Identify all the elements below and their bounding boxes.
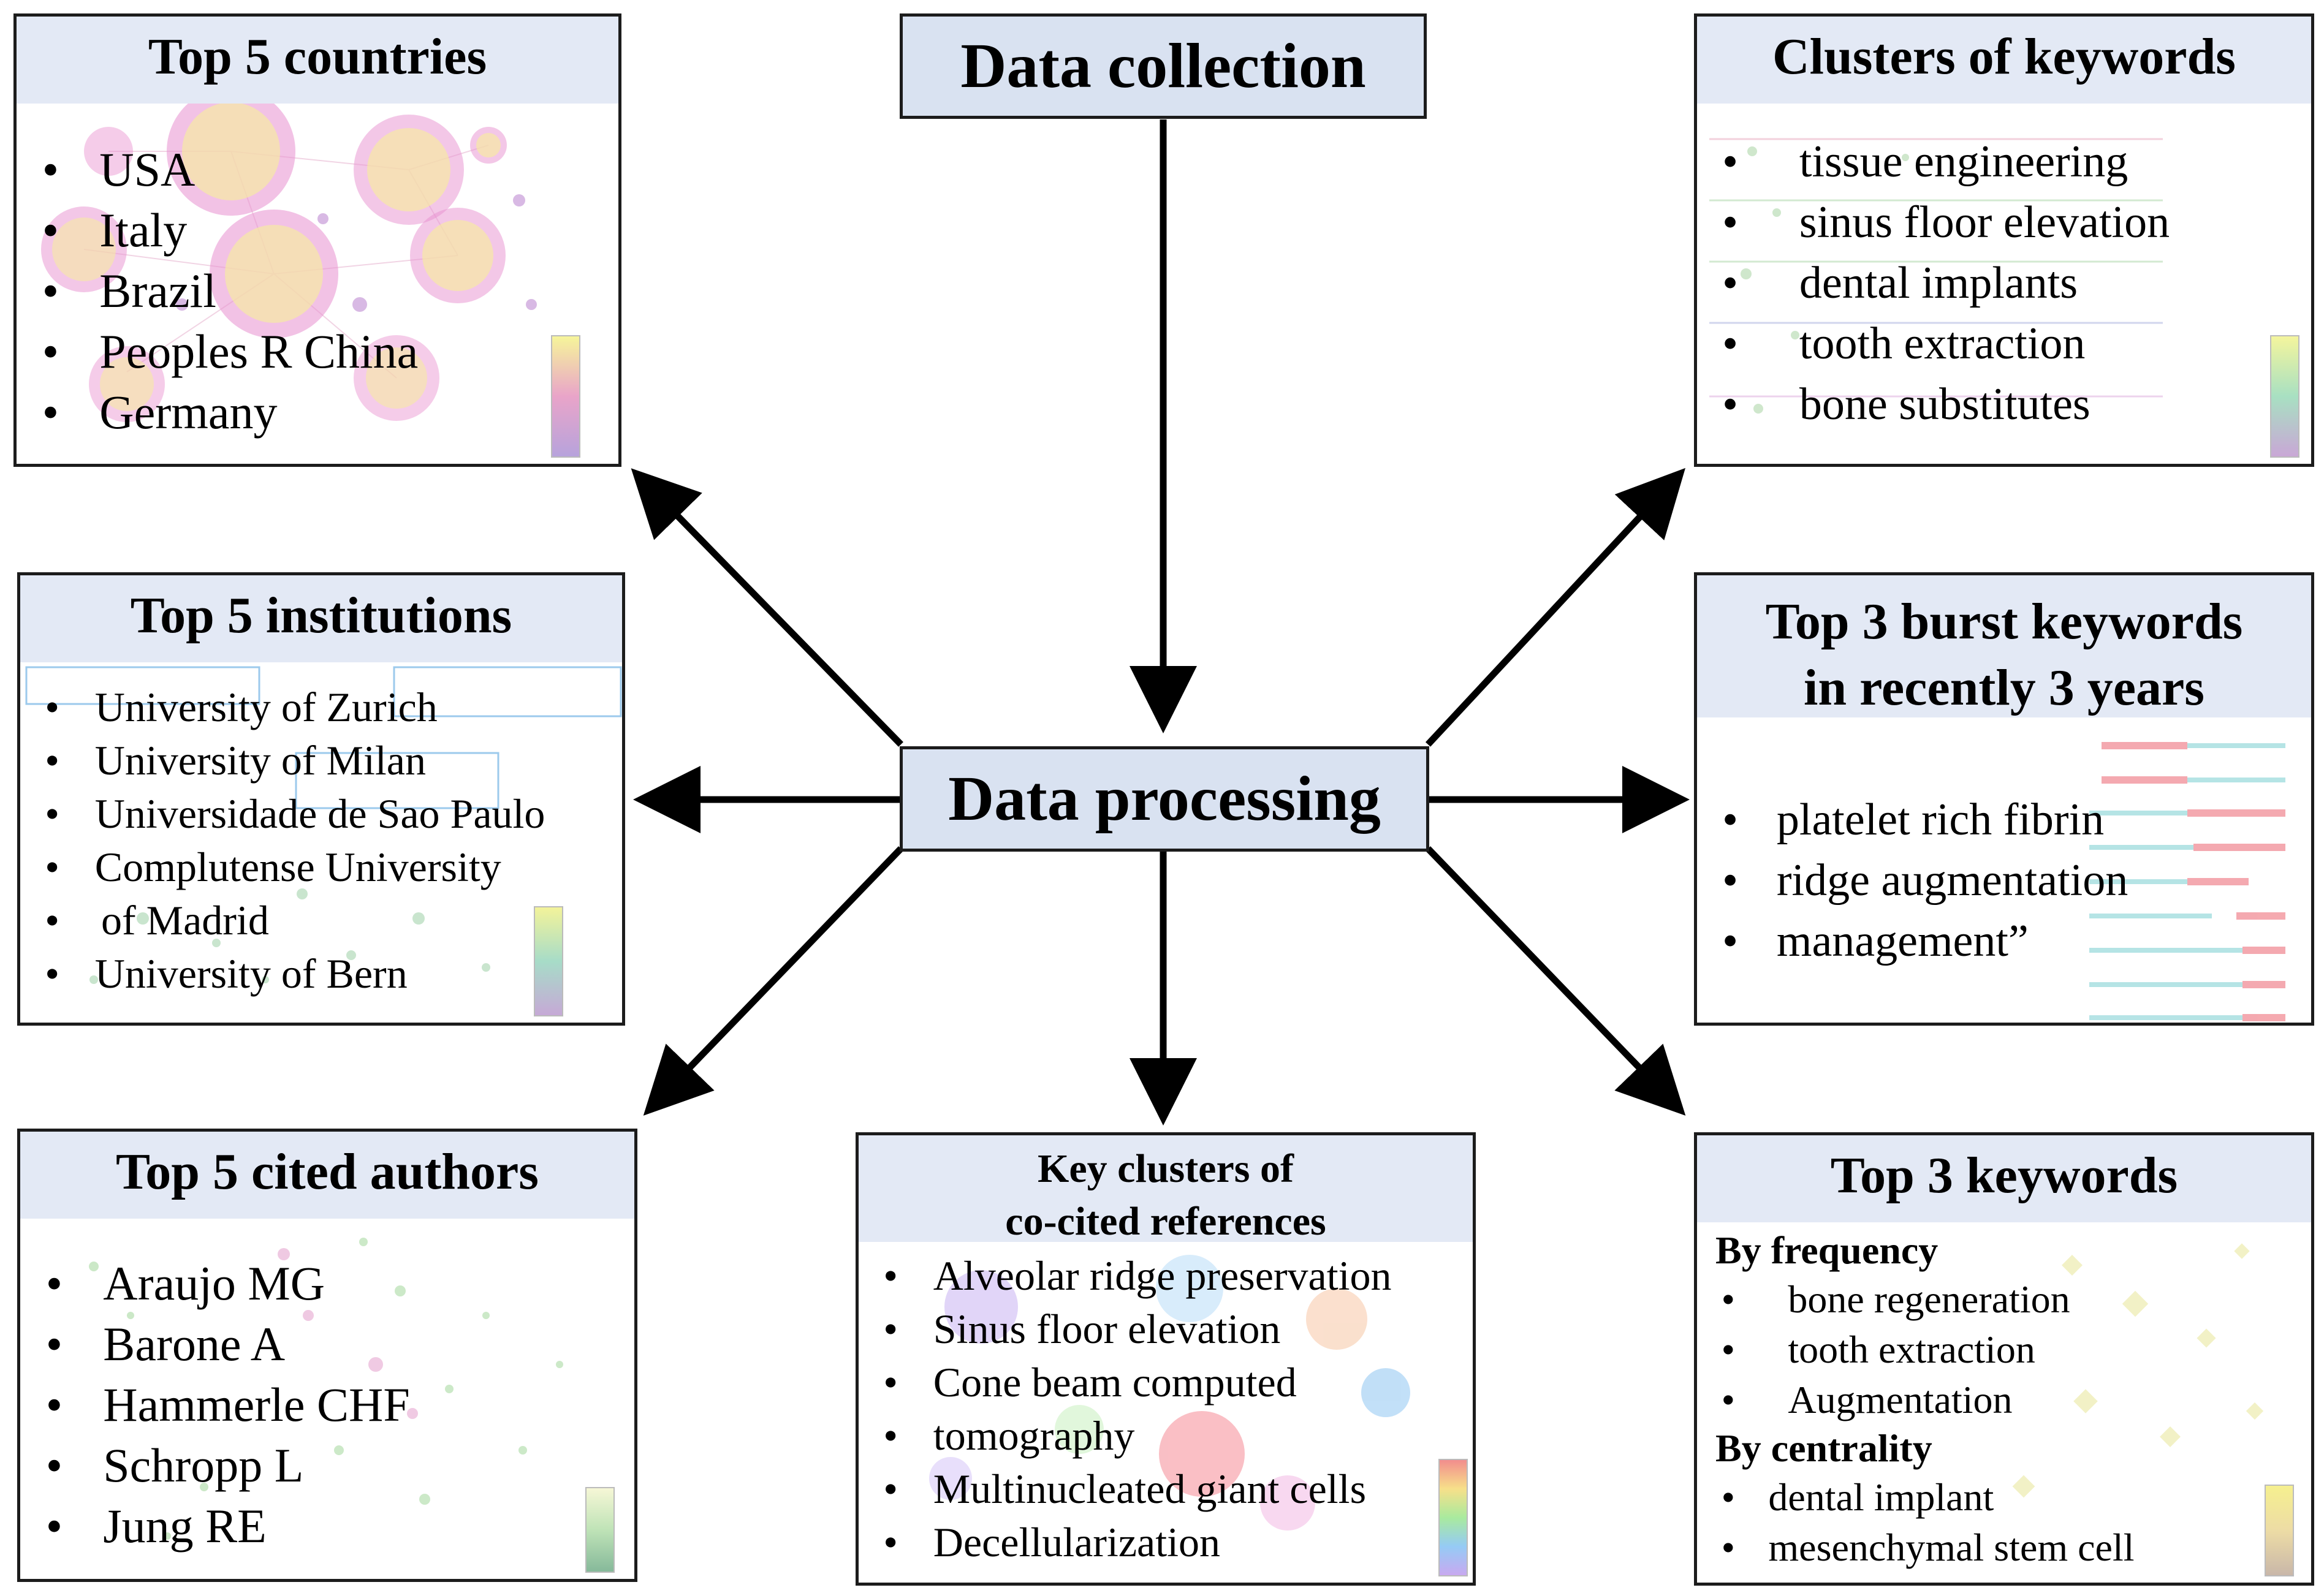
keyword-clusters-list: tissue engineering sinus floor elevation… <box>1715 132 2170 435</box>
authors-title: Top 5 cited authors <box>115 1143 539 1200</box>
references-header: Key clusters of co-cited references <box>859 1135 1473 1244</box>
list-item: Brazil <box>35 260 418 321</box>
authors-list: Araujo MG Barone A Hammerle CHF Schropp … <box>39 1253 410 1556</box>
list-item: Cone beam computed <box>877 1356 1392 1409</box>
list-item: Decellularization <box>877 1516 1392 1569</box>
burst-table-graphic <box>2089 742 2285 1021</box>
arrow-to-keyword-clusters <box>1425 467 1685 747</box>
institutions-list: University of Zurich University of Milan… <box>39 681 545 1001</box>
list-item: Multinucleated giant cells <box>877 1462 1392 1516</box>
list-item: Barone A <box>39 1314 410 1374</box>
list-item: Jung RE <box>39 1496 410 1556</box>
list-item: Italy <box>35 200 418 260</box>
data-collection-box: Data collection <box>900 13 1427 119</box>
list-item: mesenchymal stem cell <box>1715 1523 2135 1573</box>
countries-header: Top 5 countries <box>17 17 618 104</box>
countries-title: Top 5 countries <box>148 28 487 85</box>
list-item: Germany <box>35 382 418 442</box>
references-title-line2: co-cited references <box>1005 1199 1326 1244</box>
list-item: bone substitutes <box>1715 374 2170 435</box>
keyword-clusters-header: Clusters of keywords <box>1697 17 2311 104</box>
list-item: platelet rich fibrin <box>1715 790 2128 850</box>
burst-title-line2: in recently 3 years <box>1804 659 2204 716</box>
list-item: tissue engineering <box>1715 132 2170 192</box>
top-keywords-title: Top 3 keywords <box>1830 1147 2178 1204</box>
list-item: USA <box>35 139 418 200</box>
list-item: Araujo MG <box>39 1253 410 1314</box>
authors-box: Top 5 cited authors Araujo MG Barone A H… <box>17 1129 637 1582</box>
list-item: University of Milan <box>39 734 545 787</box>
keyword-year-legend <box>2270 335 2299 458</box>
top-keywords-header: Top 3 keywords <box>1697 1135 2311 1222</box>
list-item: Complutense University <box>39 841 545 894</box>
list-item: tooth extraction <box>1715 314 2170 374</box>
references-list: Alveolar ridge preservation Sinus floor … <box>877 1249 1392 1569</box>
list-item: tooth extraction <box>1715 1325 2135 1375</box>
list-item: dental implants <box>1715 253 2170 314</box>
institutions-box: Top 5 institutions University of Zurich … <box>17 572 625 1026</box>
references-box: Key clusters of co-cited references Alve… <box>856 1132 1476 1586</box>
reference-year-legend <box>1438 1459 1468 1576</box>
frequency-list: bone regeneration tooth extraction Augme… <box>1715 1274 2135 1425</box>
list-item: ridge augmentation <box>1715 850 2128 911</box>
list-item: dental implant <box>1715 1472 2135 1523</box>
top-keyword-year-legend <box>2265 1485 2294 1576</box>
institutions-header: Top 5 institutions <box>20 575 622 662</box>
keyword-clusters-title: Clusters of keywords <box>1772 28 2236 85</box>
list-item: Hammerle CHF <box>39 1374 410 1435</box>
list-item: University of Bern <box>39 947 545 1001</box>
data-processing-label: Data processing <box>948 763 1381 834</box>
top-keywords-box: Top 3 keywords By frequency bone regener… <box>1694 1132 2314 1586</box>
institutions-title: Top 5 institutions <box>130 587 512 644</box>
list-item: University of Zurich <box>39 681 545 734</box>
list-item: Peoples R China <box>35 321 419 382</box>
list-item-continuation: of Madrid <box>39 894 545 947</box>
list-item: sinus floor elevation <box>1715 192 2170 253</box>
list-item: Augmentation <box>1715 1375 2135 1425</box>
list-item: management” <box>1715 911 2128 972</box>
country-year-legend <box>551 335 580 458</box>
data-processing-box: Data processing <box>900 746 1429 852</box>
author-year-legend <box>585 1487 615 1573</box>
references-title-line1: Key clusters of <box>1038 1146 1294 1191</box>
list-item: Universidade de Sao Paulo <box>39 787 545 841</box>
authors-header: Top 5 cited authors <box>20 1132 634 1219</box>
list-item: bone regeneration <box>1715 1274 2135 1325</box>
burst-keywords-box: Top 3 burst keywords in recently 3 years… <box>1694 572 2314 1026</box>
centrality-list: dental implant mesenchymal stem cell <box>1715 1472 2135 1573</box>
countries-list: USA Italy Brazil Peoples R China Germany <box>35 139 419 442</box>
top-keywords-content: By frequency bone regeneration tooth ext… <box>1715 1227 2135 1573</box>
list-item: Sinus floor elevation <box>877 1303 1392 1356</box>
by-centrality-heading: By centrality <box>1715 1426 1932 1470</box>
list-item-continuation: tomography <box>877 1409 1392 1462</box>
data-collection-label: Data collection <box>960 31 1366 101</box>
by-frequency-heading: By frequency <box>1715 1228 1939 1272</box>
burst-keywords-header: Top 3 burst keywords in recently 3 years <box>1697 575 2311 717</box>
burst-title-line1: Top 3 burst keywords <box>1765 593 2243 650</box>
list-item: Schropp L <box>39 1435 410 1496</box>
arrow-to-authors <box>643 846 903 1116</box>
arrow-to-countries <box>631 468 903 747</box>
burst-keywords-list: platelet rich fibrin ridge augmentation … <box>1715 790 2128 972</box>
arrow-to-top-keywords <box>1426 846 1686 1116</box>
countries-box: Top 5 countries USA Italy Brazil Peoples… <box>13 13 621 467</box>
list-item: Alveolar ridge preservation <box>877 1249 1391 1303</box>
keyword-clusters-box: Clusters of keywords tissue engineering … <box>1694 13 2314 467</box>
